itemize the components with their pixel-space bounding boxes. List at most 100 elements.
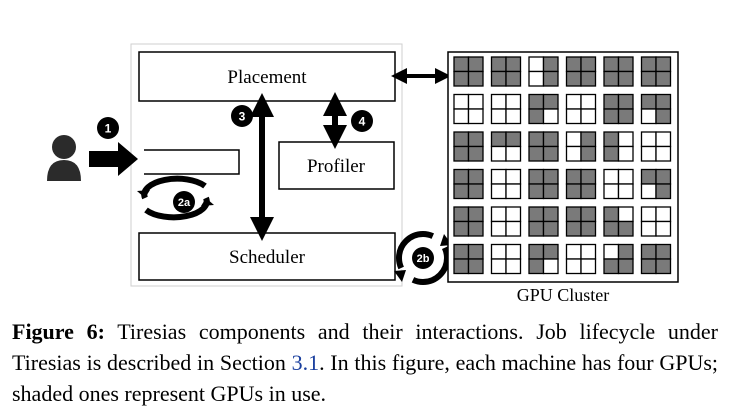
svg-text:4: 4 [359,115,366,129]
gpu-idle [565,145,582,162]
gpu-in-use [453,258,470,275]
gpu-idle [617,131,634,148]
gpu-idle [655,145,672,162]
gpu-in-use [603,220,620,237]
gpu-in-use [542,131,559,148]
tiresias-architecture-diagram: Placement Profiler Scheduler 1 2a 3 [47,43,679,305]
gpu-in-use [453,220,470,237]
gpu-in-use [467,145,484,162]
gpu-in-use [640,93,657,110]
gpu-idle [603,168,620,185]
gpu-cluster-frame [447,51,679,283]
user-icon [47,135,81,181]
machine [490,131,522,162]
gpu-in-use [640,70,657,87]
gpu-in-use [542,243,559,260]
gpu-in-use [542,220,559,237]
gpu-idle [565,93,582,110]
job-queue [144,149,240,175]
gpu-idle [453,108,470,125]
gpu-idle [505,220,522,237]
gpu-idle [467,108,484,125]
svg-text:2b: 2b [417,253,430,265]
scheduler-label: Scheduler [229,247,306,268]
gpu-in-use [542,206,559,223]
step-2a-badge: 2a [173,191,195,213]
gpu-in-use [617,108,634,125]
gpu-in-use [617,93,634,110]
machine [565,131,597,162]
gpu-in-use [655,183,672,200]
gpu-in-use [467,243,484,260]
machine [603,206,634,237]
gpu-idle [640,145,657,162]
gpu-in-use [528,131,545,148]
gpu-in-use [565,206,582,223]
gpu-in-use [467,206,484,223]
gpu-idle [505,206,522,223]
gpu-idle [580,243,597,260]
gpu-in-use [542,145,559,162]
machine [453,243,484,275]
step-3-badge: 3 [231,105,253,127]
gpu-in-use [640,168,657,185]
svg-text:3: 3 [239,110,246,124]
machine [603,131,634,162]
section-reference-link[interactable]: 3.1 [291,350,320,375]
gpu-idle [655,206,672,223]
gpu-in-use [467,70,484,87]
gpu-in-use [565,70,582,87]
profiler-label: Profiler [307,156,366,177]
machine [640,93,672,125]
gpu-in-use [603,258,620,275]
machine [528,56,559,87]
gpu-in-use [453,168,470,185]
gpu-in-use [580,131,597,148]
gpu-in-use [467,56,484,73]
gpu-idle [505,243,522,260]
gpu-in-use [528,206,545,223]
machine [640,131,672,162]
figure-caption: Figure 6: Tiresias components and their … [12,316,718,409]
gpu-in-use [528,145,545,162]
machine [490,206,522,237]
gpu-in-use [490,70,507,87]
gpu-idle [640,206,657,223]
gpu-in-use [528,243,545,260]
caption-text-1: Tiresias components and their interactio… [12,319,718,375]
gpu-in-use [655,56,672,73]
gpu-in-use [490,131,507,148]
gpu-in-use [453,243,470,260]
gpu-idle [603,183,620,200]
machine [528,131,559,162]
machine [565,93,597,125]
gpu-idle [655,131,672,148]
gpu-in-use [453,145,470,162]
gpu-idle [617,145,634,162]
gpu-in-use [580,145,597,162]
step-1-badge: 1 [97,117,119,139]
machine [640,243,672,275]
machine [603,168,634,200]
gpu-in-use [528,108,545,125]
machine [490,93,522,125]
gpu-idle [490,243,507,260]
gpu-idle [542,258,559,275]
gpu-in-use [617,70,634,87]
gpu-idle [490,183,507,200]
gpu-idle [617,183,634,200]
gpu-idle [617,206,634,223]
gpu-idle [640,108,657,125]
machine [528,243,559,275]
gpu-idle [505,145,522,162]
gpu-in-use [542,93,559,110]
gpu-idle [617,168,634,185]
gpu-in-use [580,56,597,73]
gpu-in-use [617,258,634,275]
gpu-in-use [655,108,672,125]
machine [453,56,484,87]
gpu-idle [640,220,657,237]
svg-text:2a: 2a [178,197,191,209]
gpu-idle [505,168,522,185]
gpu-idle [490,258,507,275]
